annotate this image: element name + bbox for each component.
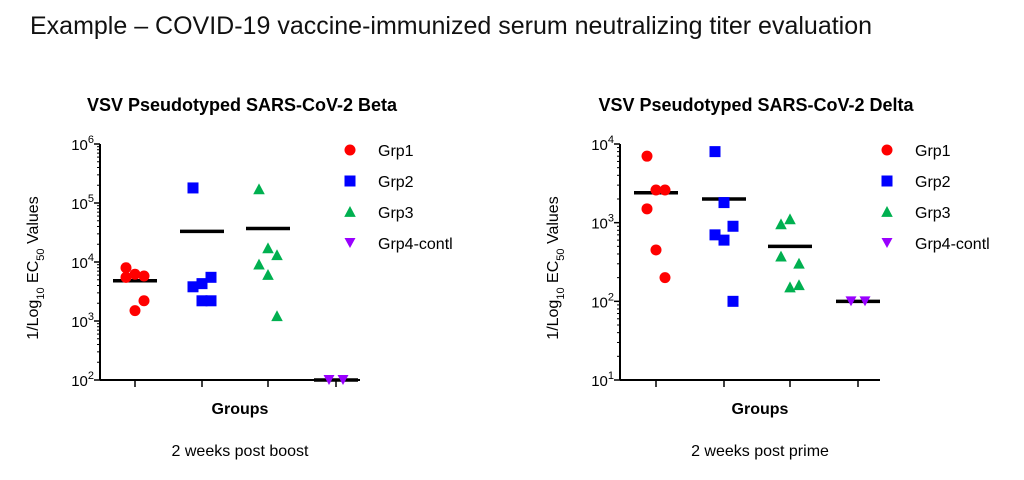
y-tick-label: 102 [71, 370, 94, 390]
data-point-grp1 [138, 295, 150, 307]
data-point-grp3 [784, 213, 796, 225]
data-point-grp1 [659, 272, 671, 284]
data-point-grp2 [709, 229, 721, 241]
y-tick-label: 103 [71, 311, 94, 331]
data-point-grp1 [129, 268, 141, 280]
data-point-grp1 [650, 184, 662, 196]
chart-title: VSV Pseudotyped SARS-CoV-2 Delta [598, 95, 914, 115]
chart-caption: 2 weeks post prime [691, 443, 829, 460]
y-tick-label: 101 [591, 370, 614, 390]
chart-caption: 2 weeks post boost [172, 443, 310, 460]
data-point-grp3 [793, 257, 805, 269]
legend-marker-grp1 [881, 144, 893, 156]
x-axis-label: Groups [212, 401, 269, 418]
data-point-grp3 [262, 269, 274, 280]
data-point-grp3 [271, 310, 283, 322]
data-point-grp3 [253, 183, 265, 195]
chart-1: VSV Pseudotyped SARS-CoV-2 Beta 102 103 104… [25, 95, 453, 460]
data-point-grp2 [205, 295, 217, 307]
legend-marker-grp1 [344, 144, 356, 156]
legend-marker-grp3 [881, 205, 893, 217]
legend-marker-grp4-contl [344, 238, 356, 248]
legend-label: Grp3 [378, 205, 414, 222]
legend-marker-grp4-contl [881, 238, 893, 248]
data-point-grp3 [271, 249, 283, 261]
legend-label: Grp4-contl [915, 236, 990, 253]
y-tick-label: 103 [591, 213, 614, 233]
data-point-grp2 [709, 146, 721, 158]
data-point-grp2 [205, 271, 217, 283]
data-point-grp2 [196, 295, 208, 307]
chart-title: VSV Pseudotyped SARS-CoV-2 Beta [87, 95, 398, 115]
data-point-grp2 [718, 234, 730, 246]
legend-marker-grp2 [344, 175, 356, 187]
data-point-grp2 [187, 182, 199, 194]
y-tick-label: 104 [71, 252, 94, 272]
y-tick-label: 106 [71, 134, 94, 154]
data-point-grp1 [641, 203, 653, 215]
chart-2: VSV Pseudotyped SARS-CoV-2 Delta 101 102 10… [545, 95, 990, 460]
y-tick-label: 104 [591, 134, 614, 154]
y-tick-label: 105 [71, 193, 94, 213]
data-point-grp1 [138, 270, 150, 282]
x-axis-label: Groups [732, 401, 789, 418]
data-point-grp3 [793, 279, 805, 291]
legend-marker-grp2 [881, 175, 893, 187]
data-point-grp4-contl [845, 296, 857, 307]
legend-label: Grp3 [915, 205, 951, 222]
data-point-grp1 [120, 262, 132, 274]
legend-label: Grp2 [915, 174, 951, 191]
data-point-grp1 [129, 305, 141, 317]
legend-marker-grp3 [344, 205, 356, 217]
legend-label: Grp1 [378, 143, 414, 160]
data-point-grp1 [659, 184, 671, 196]
data-point-grp2 [196, 278, 208, 290]
data-point-grp3 [253, 258, 265, 270]
data-point-grp2 [727, 220, 739, 232]
data-point-grp4-contl [323, 375, 335, 385]
legend-label: Grp4-contl [378, 236, 453, 253]
legend-label: Grp1 [915, 143, 951, 160]
data-point-grp4-contl [337, 375, 349, 385]
data-point-grp3 [775, 218, 787, 230]
data-point-grp4-contl [859, 296, 871, 307]
data-point-grp3 [784, 281, 796, 293]
data-point-grp3 [262, 242, 274, 254]
y-axis-label: 1/Log10 EC50 Values [25, 196, 47, 339]
data-point-grp2 [187, 281, 199, 293]
data-point-grp1 [641, 150, 653, 162]
data-point-grp3 [775, 250, 787, 262]
page-title: Example – COVID-19 vaccine-immunized ser… [30, 12, 873, 40]
data-point-grp2 [727, 295, 739, 307]
y-tick-label: 102 [591, 291, 614, 311]
legend-label: Grp2 [378, 174, 414, 191]
y-axis-label: 1/Log10 EC50 Values [545, 196, 567, 339]
data-point-grp2 [718, 197, 730, 209]
data-point-grp1 [650, 244, 662, 256]
data-point-grp1 [120, 271, 132, 283]
